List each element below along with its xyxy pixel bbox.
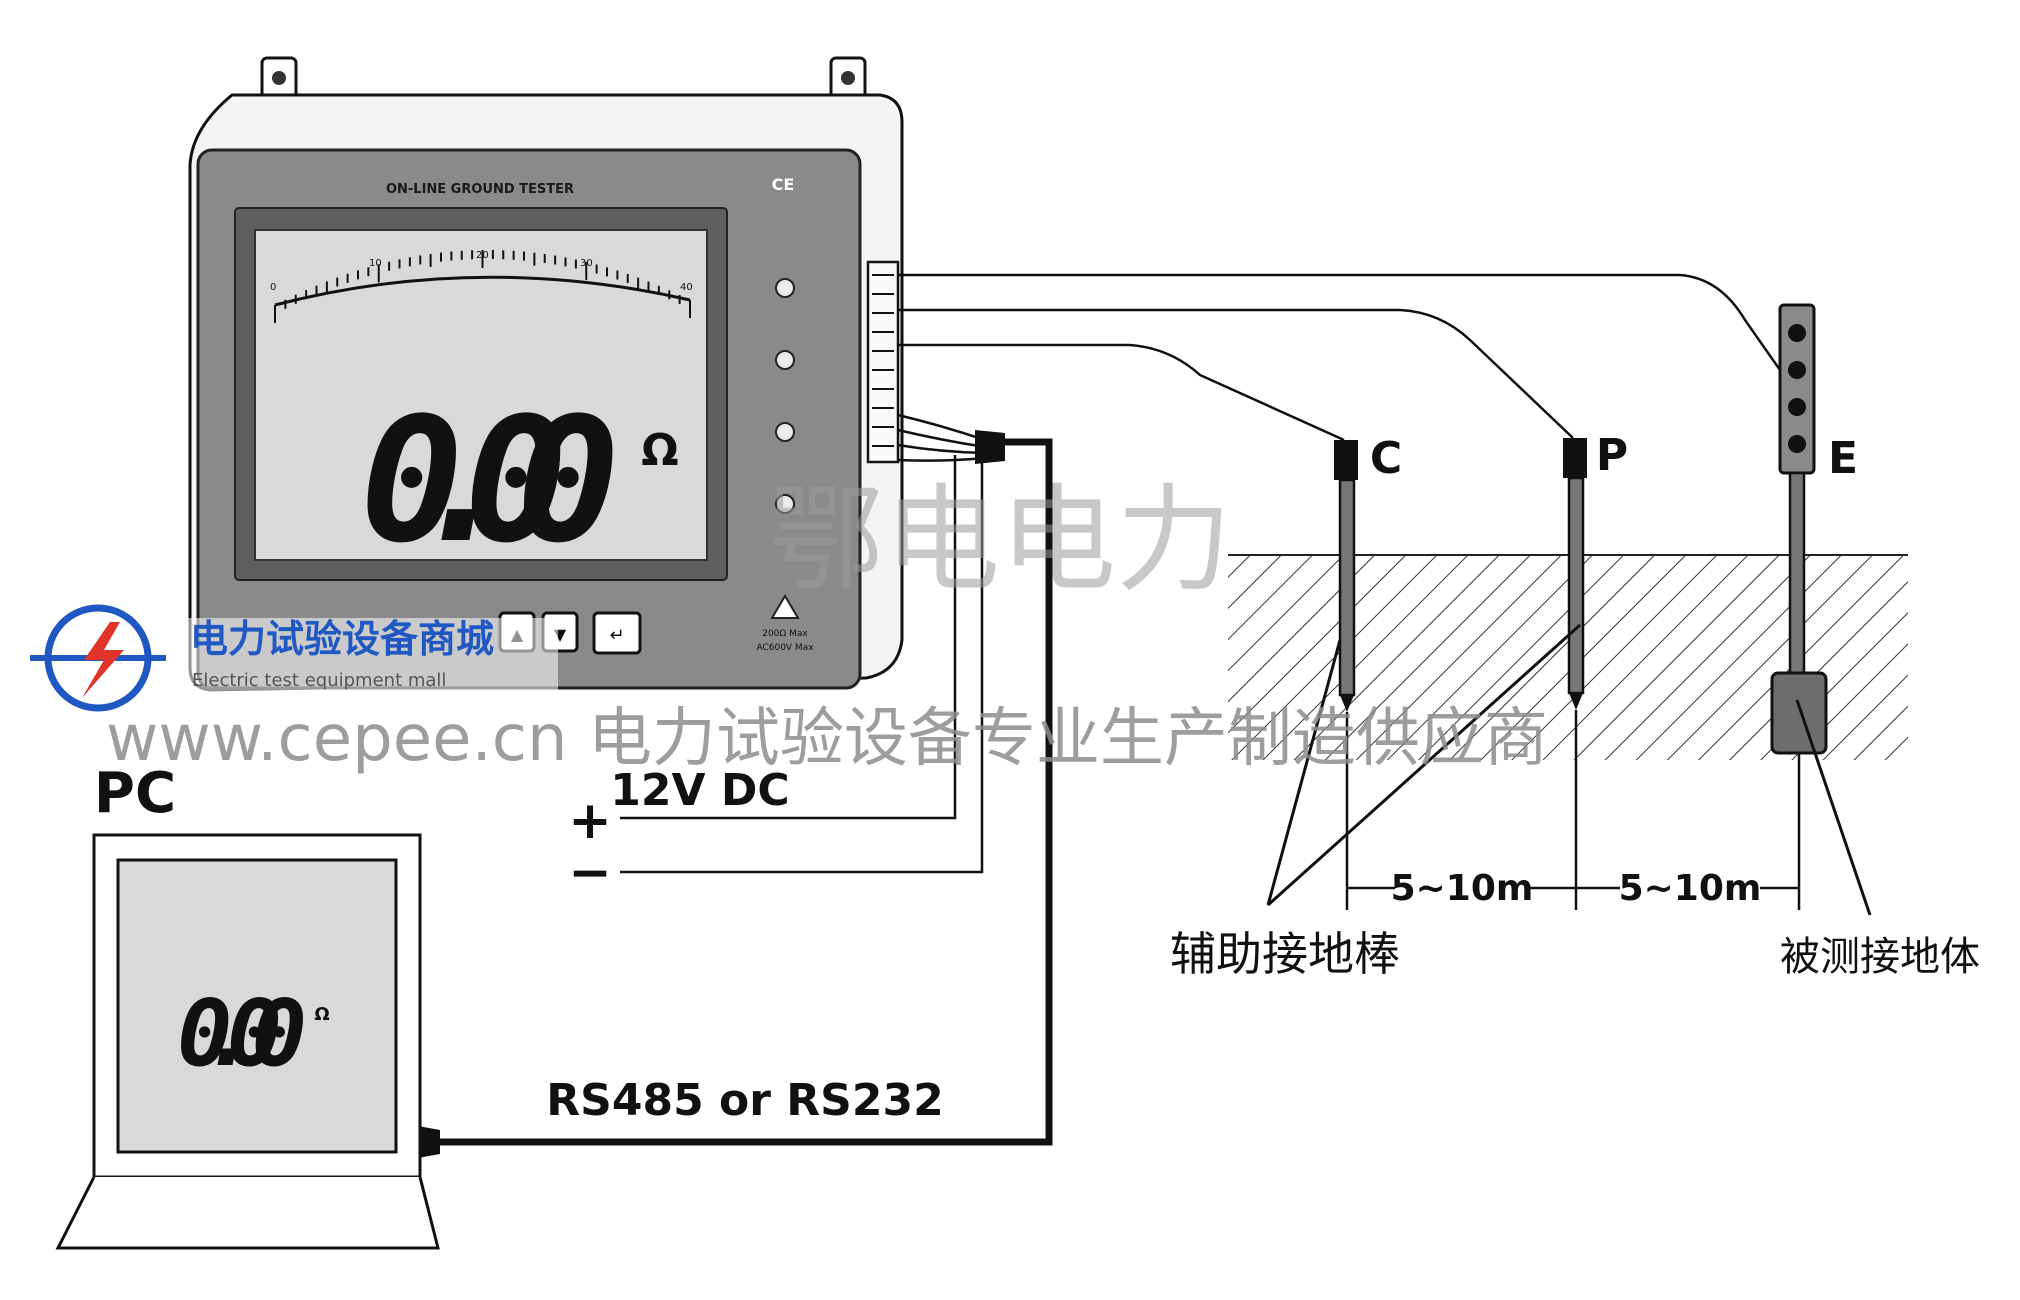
distance-c-p: 5~10m	[1391, 868, 1534, 909]
lcd-reading: 0.00	[360, 380, 620, 581]
ce-mark: CE	[772, 175, 795, 194]
scale-tick-0: 0	[270, 282, 276, 293]
power-plus-sign: +	[568, 791, 612, 851]
electrode-p: P	[1563, 430, 1628, 710]
pc-cable-plug	[418, 1126, 440, 1158]
watermark-center-text: 鄂电电力	[768, 473, 1232, 608]
scale-tick-30: 30	[580, 258, 593, 269]
pc-screen	[116, 858, 398, 1154]
pc-title: PC	[94, 761, 176, 826]
pc-computer: PC 0.00 Ω	[55, 761, 440, 1250]
electrode-e: E	[1770, 303, 1858, 755]
wire-c	[898, 343, 1345, 442]
status-led-column	[775, 278, 795, 514]
watermark-logo-sub: Electric test equipment mall	[192, 670, 446, 691]
wire-power-minus	[620, 462, 984, 874]
warning-text-2: AC600V Max	[756, 643, 814, 653]
watermark: 鄂电电力 电力试验设备商城 Electric test equipment ma…	[30, 473, 1548, 776]
wire-power-plus	[620, 455, 957, 820]
watermark-url-line: www.cepee.cn 电力试验设备专业生产制造供应商	[106, 702, 1548, 776]
wire-p	[898, 308, 1574, 439]
electrode-e-label: E	[1828, 433, 1858, 484]
pc-base	[55, 1176, 440, 1250]
lcd-bar-scale: 0 10 20 30 40	[270, 250, 693, 323]
mounting-ear-left	[260, 56, 298, 100]
wire-e	[898, 273, 1782, 371]
scale-tick-20: 20	[476, 250, 489, 261]
wiring	[418, 273, 1782, 1158]
watermark-logo-icon	[30, 604, 166, 712]
warning-icon	[770, 594, 800, 619]
mounting-ear-right	[829, 56, 867, 100]
electrode-c: C	[1334, 433, 1402, 712]
grounded-body-label: 被测接地体	[1780, 934, 1980, 980]
power-minus-sign: −	[568, 843, 612, 903]
button-enter-icon: ↵	[609, 625, 624, 646]
scale-tick-10: 10	[369, 258, 382, 269]
distance-p-e: 5~10m	[1619, 868, 1762, 909]
ground-tester-device: ON-LINE GROUND TESTER CE 0 10 20 30 40 0…	[188, 56, 904, 692]
cable-plug	[975, 430, 1005, 464]
aux-rods-label: 辅助接地棒	[1170, 927, 1400, 981]
panel-title: ON-LINE GROUND TESTER	[386, 182, 574, 197]
electrode-c-label: C	[1370, 433, 1402, 484]
comm-label: RS485 or RS232	[546, 1075, 943, 1126]
power-label: 12V DC	[610, 765, 789, 816]
pc-reading: 0.00	[177, 980, 307, 1087]
pc-unit: Ω	[314, 1004, 329, 1025]
watermark-logo-name: 电力试验设备商城	[190, 617, 494, 661]
label-leaders	[1266, 623, 1872, 916]
distance-markers	[1345, 710, 1801, 910]
scale-tick-40: 40	[680, 282, 693, 293]
warning-text-1: 200Ω Max	[762, 629, 808, 639]
lcd-screen	[254, 229, 708, 561]
electrode-p-label: P	[1596, 430, 1628, 481]
wire-comm	[438, 438, 1053, 1146]
lcd-unit: Ω	[641, 425, 678, 476]
button-enter[interactable]: ↵	[592, 611, 642, 655]
terminal-block	[866, 260, 900, 464]
